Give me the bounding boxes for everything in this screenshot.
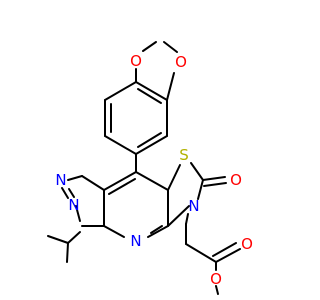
bond — [135, 81, 168, 101]
bond — [103, 171, 137, 191]
bond — [212, 242, 237, 257]
bond — [61, 187, 69, 199]
atom-n-thiazole: N — [188, 197, 199, 215]
atom-o-ester-methoxy: O — [210, 270, 222, 288]
bond — [137, 132, 162, 148]
bond — [167, 205, 190, 227]
atom-o-dioxole-top: O — [130, 52, 142, 70]
bond — [104, 135, 137, 155]
bond — [75, 205, 81, 222]
bond — [166, 72, 175, 101]
bond — [147, 225, 169, 238]
bond — [150, 225, 163, 234]
bond — [68, 188, 75, 198]
atom-n-pyrazole-1: N — [55, 171, 66, 189]
bond — [67, 175, 83, 181]
chemical-structure-diagram: O O S O N N N N O O — [47, 41, 253, 295]
atom-o-ester-carbonyl: O — [241, 235, 253, 253]
atom-labels: O O S O N N N N O O — [55, 52, 253, 288]
bond — [67, 231, 81, 244]
bond — [215, 285, 219, 295]
atom-s-thiazole: S — [179, 146, 189, 164]
atom-n-pyridine: N — [130, 232, 141, 250]
bond — [185, 243, 217, 263]
bond — [190, 162, 204, 181]
atom-o-dioxole-right: O — [175, 53, 187, 71]
bond — [103, 225, 125, 238]
bond — [203, 182, 227, 187]
bond — [215, 248, 241, 263]
bond — [202, 176, 226, 181]
bond — [81, 175, 105, 191]
bond — [47, 235, 69, 244]
bond — [135, 135, 168, 155]
bonds — [47, 41, 241, 295]
bond — [108, 178, 136, 195]
bond — [142, 41, 157, 52]
bond — [197, 179, 204, 200]
bond — [135, 171, 169, 191]
atom-o-carbonyl-ring: O — [230, 171, 242, 189]
atom-n-pyrazole-2: N — [68, 196, 79, 214]
bond — [167, 164, 181, 191]
bond — [185, 213, 189, 225]
bond — [163, 41, 178, 53]
bond — [137, 88, 162, 104]
bond — [66, 242, 69, 263]
bond — [104, 81, 137, 101]
